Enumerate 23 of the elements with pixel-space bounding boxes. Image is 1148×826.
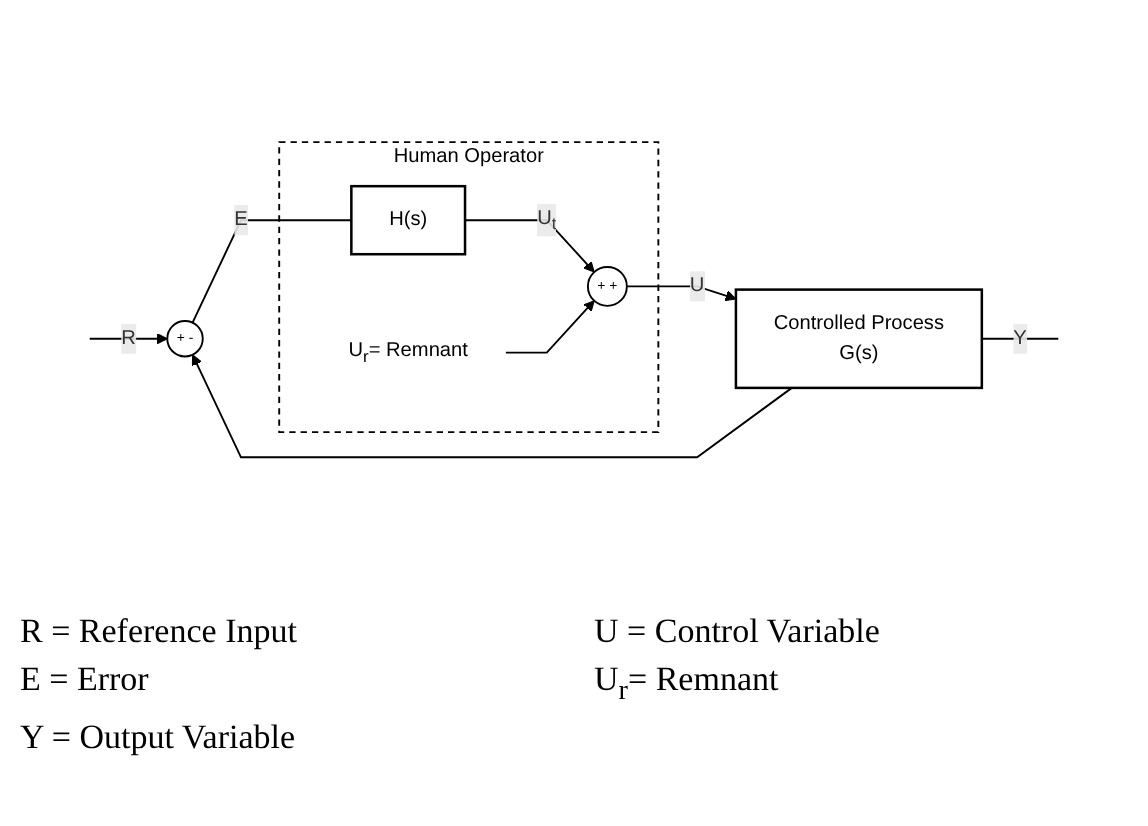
- connector: [980, 338, 1060, 340]
- variable-definition: U = Control Variable: [594, 610, 880, 654]
- variable-definition: Y = Output Variable: [20, 716, 296, 761]
- edge-label: E: [234, 209, 248, 231]
- connector: [191, 219, 353, 324]
- node-circle: [586, 266, 628, 308]
- arrow: [191, 354, 793, 459]
- variable-definition: E = Error: [20, 658, 149, 702]
- variable-definition: R = Reference Input: [20, 610, 297, 654]
- edge-label: R: [121, 327, 136, 350]
- node-box: [734, 288, 984, 390]
- edge-label: Y: [1013, 327, 1027, 350]
- cluster: [278, 141, 660, 434]
- edge-label: U: [689, 275, 705, 297]
- variable-definition: U$_{r}$= Remnant: [594, 658, 779, 711]
- arrow: [625, 285, 737, 302]
- edge-label: U$_{t}$: [537, 207, 557, 234]
- node-circle: [166, 320, 204, 358]
- node-text: U$_{r}$= Remnant: [348, 340, 468, 366]
- arrow: [88, 333, 168, 345]
- arrow: [464, 219, 595, 273]
- node-box: [350, 185, 467, 256]
- arrow: [504, 300, 595, 354]
